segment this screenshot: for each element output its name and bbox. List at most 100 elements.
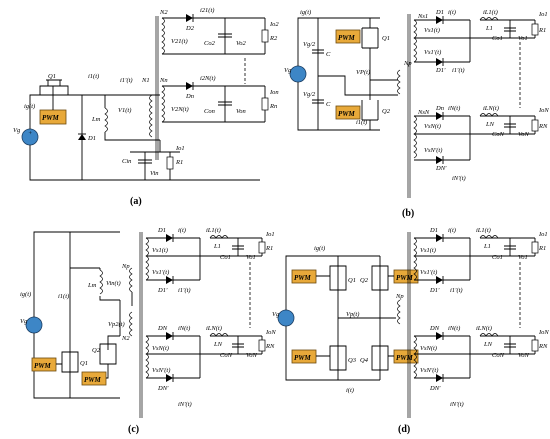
pwm-label-a: PWM — [42, 114, 60, 122]
label-c2: C — [326, 101, 331, 108]
panel-b: Vg ig(t) Vg/2 Vg/2 C C PWM PWM Q1 Q2 VP(… — [284, 9, 549, 219]
label-vg: Vg — [20, 318, 28, 325]
panel-c: Vg ig(t) i1(t) Lm Vin(t) Np Vp2(t) N2 PW… — [20, 227, 276, 435]
caption-a: (a) — [130, 196, 142, 207]
label-co1: Co1 — [492, 254, 503, 261]
label-inout: iN(t) — [448, 325, 460, 332]
label-il1: iL1(t) — [483, 9, 498, 16]
label-nn: Nn — [159, 77, 168, 84]
label-i1p: i1'(t) — [178, 287, 191, 294]
pwm-label-d1: PWM — [294, 274, 312, 282]
label-dn: DN — [429, 325, 440, 332]
pwm-block-d4 — [393, 349, 419, 364]
label-co2: Co2 — [204, 40, 216, 47]
label-vo1: Vo1 — [246, 254, 256, 261]
label-i1out: i(t) — [448, 227, 456, 234]
label-i1: i1(t) — [88, 73, 99, 80]
label-inout: iN(t) — [178, 325, 190, 332]
label-vsn: VsN(t) — [420, 345, 437, 352]
label-von: VoN — [518, 131, 530, 138]
label-cin: Cin — [122, 158, 131, 165]
label-i1: i1(t) — [58, 293, 69, 300]
label-ig: ig(t) — [314, 245, 325, 252]
label-q2: Q2 — [382, 108, 391, 115]
label-d1: D1 — [87, 135, 96, 142]
pwm-label-c1: PWM — [34, 362, 52, 370]
label-i1p: i1'(t) — [450, 287, 463, 294]
label-c1: C — [326, 51, 331, 58]
label-ln: LN — [483, 341, 493, 348]
pwm-block-d1 — [291, 269, 317, 284]
label-dn: DN — [157, 325, 168, 332]
label-ln: LN — [485, 121, 495, 128]
label-ion: IoN — [265, 329, 276, 336]
label-inout: iN(t) — [448, 105, 460, 112]
label-rn: RN — [265, 343, 275, 350]
label-vsn: VsN(t) — [424, 123, 441, 130]
label-l1: L1 — [213, 243, 221, 250]
label-ip: i(t) — [346, 387, 354, 394]
panel-d: Vg ig(t) PWM PWM PWM PWM Q1 Q2 Q3 Q4 Vp(… — [272, 227, 549, 435]
label-v1: V1(t) — [118, 107, 131, 114]
pwm-label-d2: PWM — [396, 274, 414, 282]
label-vsnp: VsN'(t) — [152, 367, 170, 374]
pwm-block-b1 — [335, 29, 361, 44]
pwm-label-b1: PWM — [338, 34, 356, 42]
label-co1: Co1 — [492, 35, 503, 42]
label-rn: Rn — [269, 103, 277, 110]
caption-b: (b) — [402, 208, 414, 219]
pwm-label-d3: PWM — [294, 354, 312, 362]
label-con: Con — [204, 108, 215, 115]
label-q1: Q1 — [348, 277, 356, 284]
svg-text:+: + — [28, 130, 32, 137]
label-dnp: DN' — [157, 385, 169, 392]
label-r1: R1 — [538, 27, 546, 34]
label-il1: iL1(t) — [206, 227, 221, 234]
label-vp: VP(t) — [356, 69, 370, 76]
label-ig: ig(t) — [24, 103, 35, 110]
label-dnp: DN' — [435, 165, 447, 172]
label-q4: Q4 — [360, 357, 369, 364]
label-von: Von — [236, 108, 246, 115]
label-v1p: Vs1'(t) — [420, 269, 437, 276]
label-iln: iLN(t) — [206, 325, 222, 332]
label-vs1: Vs1(t) — [424, 27, 440, 34]
label-r2: R2 — [269, 35, 278, 42]
label-np: Np — [395, 293, 404, 300]
dc-source-icon — [289, 65, 307, 83]
label-io1: Io1 — [265, 231, 275, 238]
label-io2: Io2 — [269, 21, 279, 28]
label-q2: Q2 — [92, 347, 101, 354]
label-rn: RN — [538, 123, 548, 130]
label-con: CoN — [220, 352, 233, 359]
label-vs1: Vs1(t) — [420, 247, 436, 254]
label-con: CoN — [492, 352, 505, 359]
label-vsnp: VsN'(t) — [420, 367, 438, 374]
label-lm: Lm — [87, 282, 97, 289]
label-inp: iN'(t) — [178, 401, 192, 408]
label-con: CoN — [492, 131, 505, 138]
label-vg: Vg — [13, 127, 21, 134]
label-n1: N1 — [141, 77, 150, 84]
label-ig: ig(t) — [20, 291, 31, 298]
label-io1: Io1 — [175, 145, 185, 152]
pwm-label-c2: PWM — [84, 376, 102, 384]
label-i1: i1(t) — [356, 119, 367, 126]
label-vg: Vg — [272, 311, 280, 318]
label-vg2b: Vg/2 — [303, 91, 316, 98]
label-v1p: Vs1'(t) — [152, 269, 169, 276]
label-ln: LN — [213, 341, 223, 348]
pwm-block-c2 — [81, 371, 107, 386]
pwm-label-b2: PWM — [338, 110, 356, 118]
label-q1: Q1 — [382, 35, 390, 42]
label-i1p: i1'(t) — [452, 67, 465, 74]
label-q1: Q1 — [48, 73, 56, 80]
label-ns1: Ns1 — [417, 13, 428, 20]
dc-source-icon — [277, 309, 295, 327]
label-co1: Co1 — [220, 254, 231, 261]
label-d1p: D1' — [435, 67, 446, 74]
label-v2n: V2N(t) — [171, 106, 189, 113]
label-vin: Vin(t) — [106, 280, 121, 287]
label-vg2a: Vg/2 — [303, 41, 316, 48]
label-vsn: VsN(t) — [152, 345, 169, 352]
